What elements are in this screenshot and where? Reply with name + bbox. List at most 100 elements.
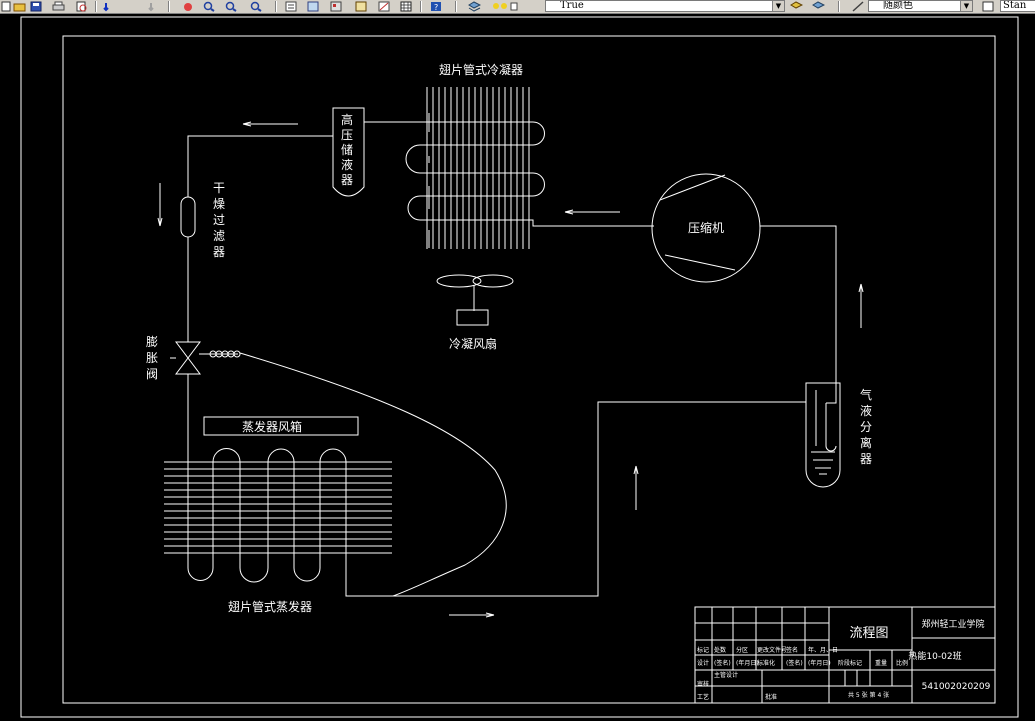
preview-icon[interactable] [75,1,88,12]
svg-text:液: 液 [860,403,872,418]
svg-text:滤: 滤 [213,229,225,243]
layer-previous-icon[interactable] [812,1,825,12]
svg-text:比例: 比例 [896,659,908,667]
svg-text:储: 储 [341,142,353,157]
linetype-icon[interactable] [852,1,865,12]
separator-label: 气 液 分 离 器 [860,387,872,466]
svg-text:审核: 审核 [697,680,709,688]
svg-text:处数: 处数 [714,646,726,654]
capillary-curve [239,352,507,597]
inner-border [62,35,996,704]
school-name: 郑州轻工业学院 [921,618,984,630]
svg-text:工艺: 工艺 [697,693,709,701]
tool-palette-icon[interactable] [330,1,343,12]
svg-text:批准: 批准 [765,693,777,701]
svg-text:胀: 胀 [146,351,158,365]
save-icon[interactable] [30,1,43,12]
drawing-svg: 翅片管式冷凝器 高 压 储 液 器 干 燥 过 滤 器 压缩机 冷凝风扇 [20,16,1019,718]
svg-text:重量: 重量 [875,659,887,667]
style-combo-value: Stan [1003,0,1027,11]
svg-text:器: 器 [860,452,872,466]
svg-text:器: 器 [341,173,353,187]
design-center-icon[interactable] [307,1,320,12]
toolbar: ? True ▼ 随颜色 ▼ Stan [0,0,1035,14]
condenser-fan [436,274,514,326]
compressor-label: 压缩机 [688,220,724,235]
color-manager-icon[interactable] [790,1,803,12]
svg-text:标准化: 标准化 [757,659,775,667]
svg-text:干: 干 [213,181,225,195]
expansion-valve-label: 膨 胀 阀 [146,335,158,381]
title-block [694,606,996,704]
filter-drier [180,196,196,238]
plot-style-icon[interactable] [982,1,995,12]
style-combo[interactable]: Stan [1000,0,1035,12]
layer-state-icons[interactable] [492,1,518,12]
zoom-realtime-icon[interactable] [203,1,216,12]
condenser-label: 翅片管式冷凝器 [439,62,523,77]
compressor [651,173,761,283]
expansion-valve [170,341,241,375]
evaporator-label: 翅片管式蒸发器 [228,599,312,614]
svg-text:设计: 设计 [697,659,709,667]
markup-icon[interactable] [378,1,391,12]
svg-text:液: 液 [341,157,353,172]
svg-text:膨: 膨 [146,335,158,349]
svg-text:(年月日): (年月日) [808,659,831,667]
svg-text:(年月日): (年月日) [736,659,759,667]
calculator-icon[interactable] [400,1,413,12]
properties-icon[interactable] [285,1,298,12]
undo-icon[interactable] [103,1,116,12]
svg-text:(签名): (签名) [786,659,803,667]
svg-text:高: 高 [341,112,353,127]
linetype-combo-value: 随颜色 [883,0,913,11]
receiver-label: 高 压 储 液 器 [341,112,353,187]
help-icon[interactable]: ? [430,1,443,12]
drawing-canvas[interactable]: 翅片管式冷凝器 高 压 储 液 器 干 燥 过 滤 器 压缩机 冷凝风扇 [0,14,1035,721]
svg-text:?: ? [434,3,438,12]
svg-text:气: 气 [860,387,872,402]
student-id: 541002020209 [922,682,991,692]
svg-text:压: 压 [341,128,353,142]
svg-text:标记: 标记 [697,646,709,654]
zoom-window-icon[interactable] [225,1,238,12]
outer-border [20,16,1019,718]
flow-arrow-left-top [242,121,298,127]
flow-arrow-down-left [157,183,163,227]
svg-text:共 5 张 第 4 张: 共 5 张 第 4 张 [848,691,889,699]
open-icon[interactable] [13,1,26,12]
flow-arrow-up-bottom [633,465,639,510]
svg-text:分区: 分区 [736,646,748,654]
new-file-icon[interactable] [0,1,13,12]
evaporator-box [203,416,359,436]
redo-icon[interactable] [145,1,158,12]
svg-text:过: 过 [213,213,225,227]
svg-text:燥: 燥 [213,197,225,211]
linetype-combo[interactable]: 随颜色 ▼ [868,0,973,12]
svg-text:阶段标记: 阶段标记 [838,659,862,667]
layer-manager-icon[interactable] [468,1,481,12]
sheet-set-icon[interactable] [355,1,368,12]
svg-text:离: 离 [860,435,872,450]
svg-text:签名: 签名 [786,646,798,654]
evaporator-box-label: 蒸发器风箱 [242,419,302,434]
layer-combo-value: True [560,0,584,11]
svg-text:分: 分 [860,420,872,434]
zoom-previous-icon[interactable] [250,1,263,12]
svg-text:(签名): (签名) [714,659,731,667]
print-icon[interactable] [52,1,65,12]
evaporator [164,401,806,597]
chevron-down-icon[interactable]: ▼ [772,1,784,11]
flow-arrow-right-bottom [449,612,495,618]
svg-text:阀: 阀 [146,367,158,381]
pan-icon[interactable] [182,1,195,12]
svg-text:器: 器 [213,245,225,259]
class-name: 热能10-02班 [908,650,961,662]
gas-liquid-separator [805,382,841,488]
svg-text:年、月、日: 年、月、日 [808,646,838,654]
chevron-down-icon[interactable]: ▼ [960,1,972,11]
filter-drier-label: 干 燥 过 滤 器 [213,181,225,259]
condenser [364,87,654,249]
receiver [332,107,365,197]
layer-combo[interactable]: True ▼ [545,0,785,12]
